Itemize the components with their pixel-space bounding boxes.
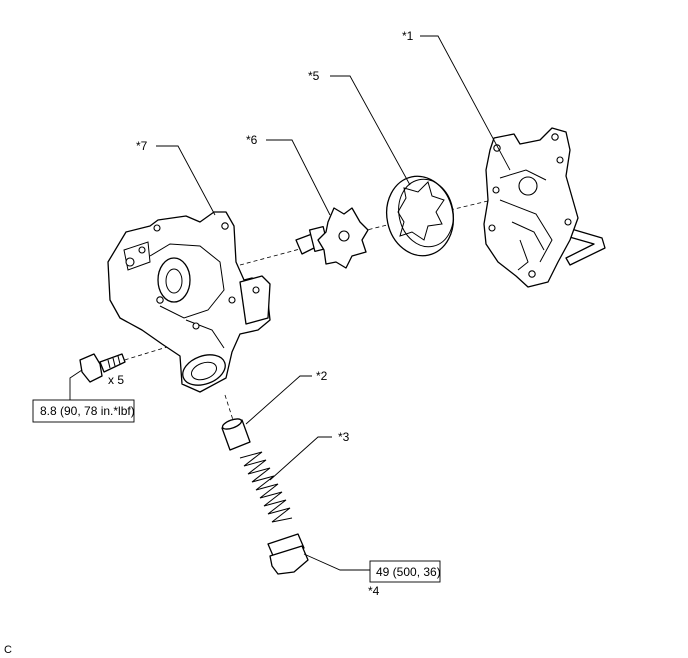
pump-body-part: [107, 211, 271, 393]
relief-valve-part: [221, 418, 251, 451]
outer-rotor-part: [386, 175, 454, 257]
callout-5-label: *5: [308, 69, 320, 83]
callout-4-label: *4: [368, 584, 380, 598]
bolt-torque-text: 8.8 (90, 78 in.*lbf): [40, 404, 135, 418]
plug-torque-spec: 49 (500, 36): [369, 560, 441, 583]
figure-code-label: C: [4, 644, 12, 656]
inner-rotor-part: [295, 207, 369, 269]
plug-torque-text: 49 (500, 36): [376, 565, 441, 579]
relief-valve-plug-part: [267, 533, 309, 575]
bolt-torque-spec: 8.8 (90, 78 in.*lbf): [32, 399, 135, 423]
pump-cover-part: [483, 127, 606, 288]
callout-1-label: *1: [402, 29, 414, 43]
callout-3-label: *3: [338, 430, 350, 444]
leader-lines: [69, 35, 511, 571]
compression-spring-part: [239, 451, 293, 523]
callout-6-label: *6: [246, 133, 258, 147]
bolt-part: [79, 353, 126, 383]
callout-7-label: *7: [136, 139, 148, 153]
assembly-axis-lines: [117, 185, 546, 421]
bolt-quantity-label: x 5: [108, 373, 124, 387]
callout-2-label: *2: [316, 369, 328, 383]
